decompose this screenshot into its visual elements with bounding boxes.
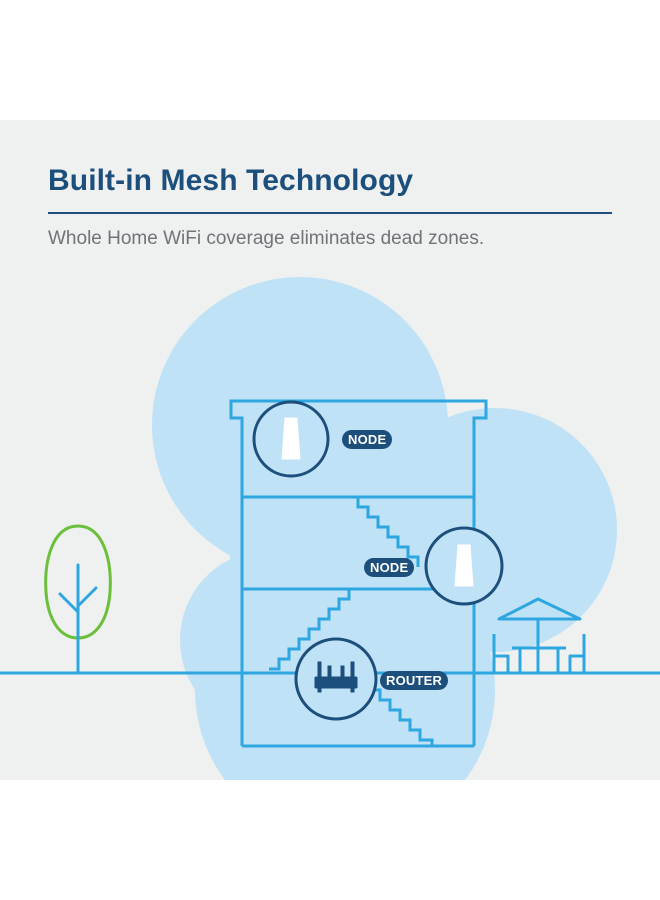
router-icon [314, 661, 358, 693]
node-icon [281, 417, 301, 460]
router-label: ROUTER [380, 671, 449, 690]
node-icon [454, 544, 474, 587]
subtitle: Whole Home WiFi coverage eliminates dead… [48, 228, 485, 249]
staircase-lower [370, 688, 434, 746]
page-title: Built-in Mesh Technology [48, 164, 414, 197]
staircase-middle [269, 589, 351, 671]
middle-node-label: NODE [364, 558, 415, 577]
title-divider [48, 212, 612, 214]
patio-umbrella-icon [492, 597, 586, 672]
top-node-device [252, 400, 330, 478]
router-device [294, 637, 378, 721]
top-node-label: NODE [342, 430, 393, 449]
tree-icon [44, 524, 112, 674]
staircase-upper [356, 497, 420, 567]
middle-node-device [424, 526, 504, 606]
